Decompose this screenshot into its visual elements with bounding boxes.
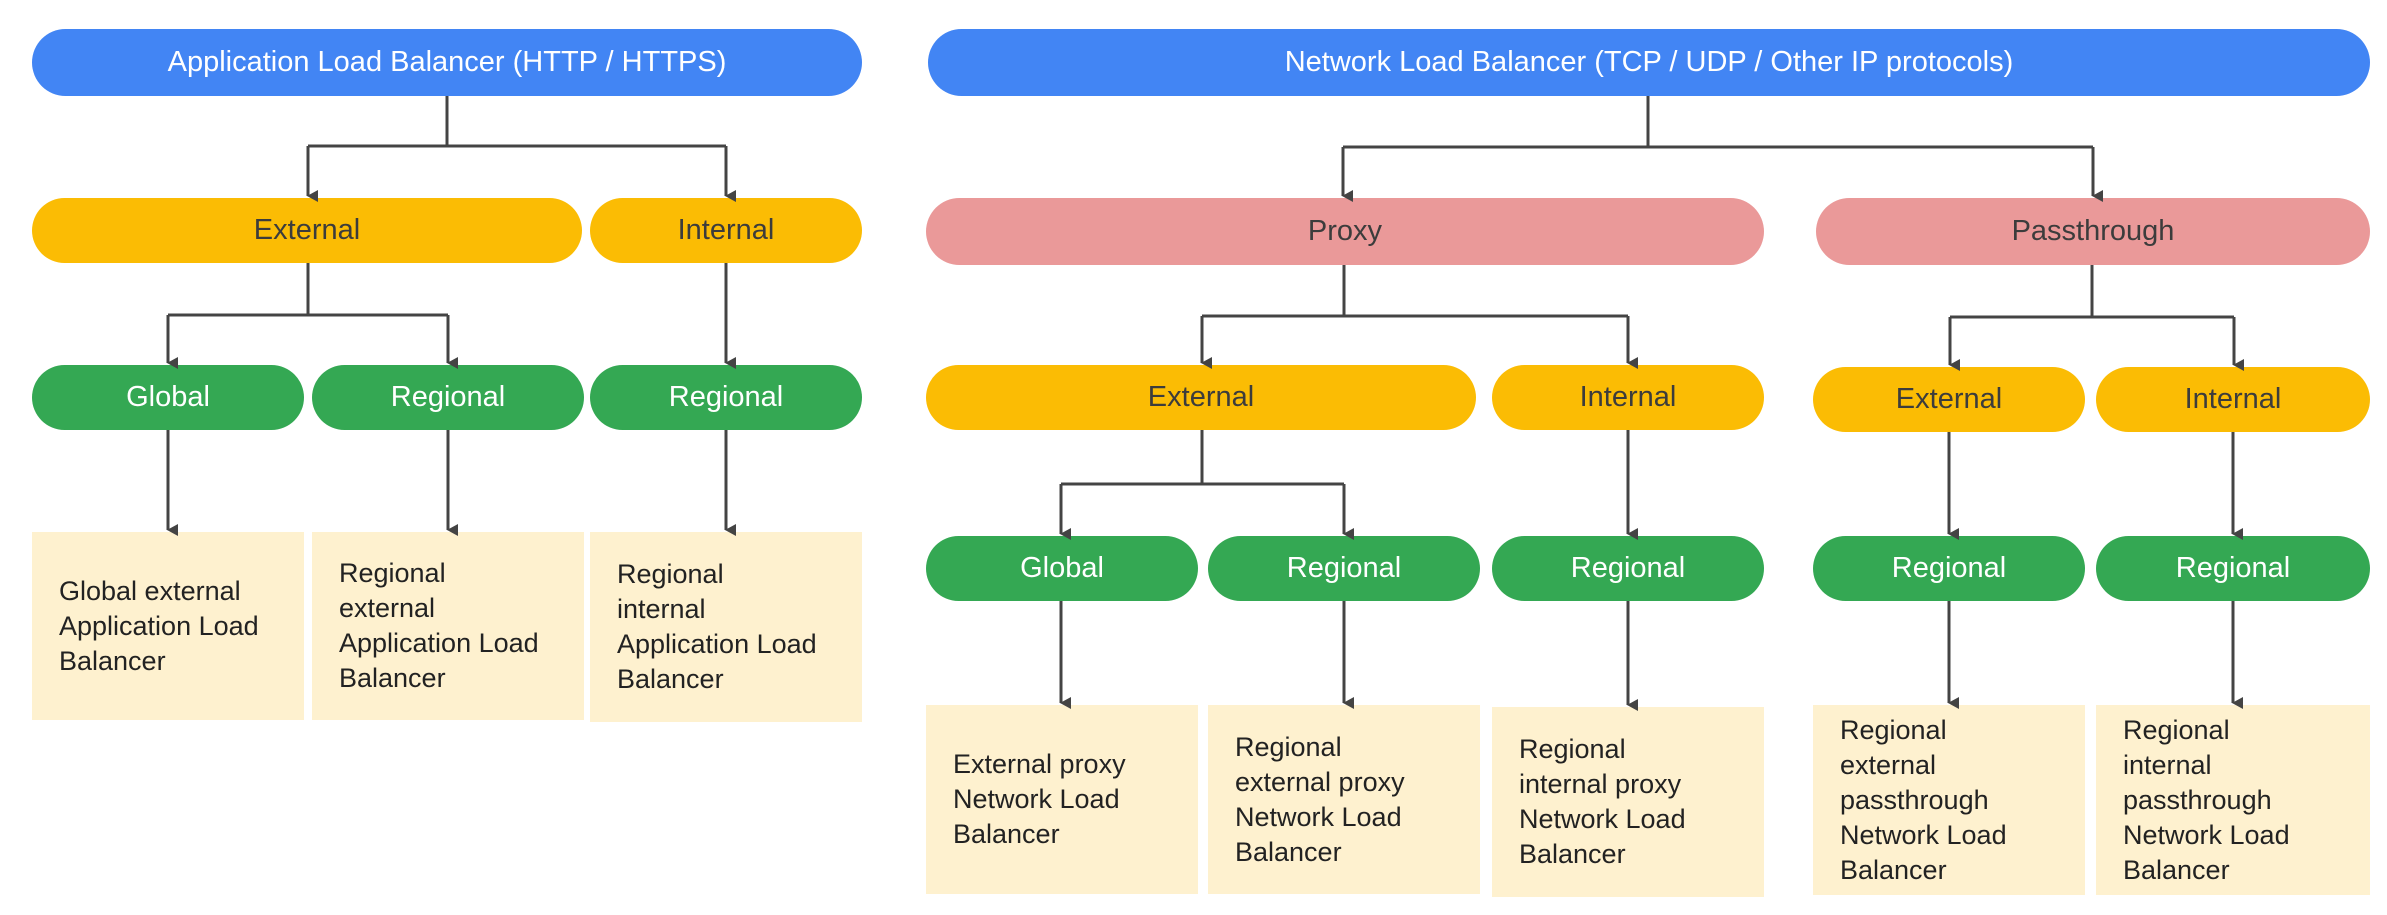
alb-root-node: Application Load Balancer (HTTP / HTTPS) (32, 29, 862, 96)
nlb-proxy-ext-regional-label: Regional (1286, 552, 1402, 584)
alb-root-label: Application Load Balancer (HTTP / HTTPS) (167, 46, 727, 78)
nlb-leaf-external-proxy: External proxy Network Load Balancer (926, 705, 1198, 894)
nlb-proxy-ext-global-node: Global (926, 536, 1198, 601)
alb-leaf-regional-internal-text: Regional internal Application Load Balan… (617, 559, 817, 694)
alb-ext-regional-node: Regional (312, 365, 584, 430)
alb-ext-global-node: Global (32, 365, 304, 430)
nlb-pass-internal-label: Internal (2184, 383, 2282, 415)
nlb-proxy-int-regional-node: Regional (1492, 536, 1764, 601)
nlb-proxy-ext-regional-node: Regional (1208, 536, 1480, 601)
alb-external-node: External (32, 198, 582, 263)
nlb-proxy-internal-node: Internal (1492, 365, 1764, 430)
nlb-leaf-regional-external-passthrough: Regional external passthrough Network Lo… (1813, 705, 2085, 895)
alb-ext-regional-label: Regional (390, 381, 506, 413)
nlb-proxy-node: Proxy (926, 198, 1764, 265)
alb-internal-label: Internal (677, 214, 775, 246)
nlb-pass-external-node: External (1813, 367, 2085, 432)
nlb-proxy-ext-global-label: Global (1020, 552, 1104, 584)
nlb-passthrough-label: Passthrough (2011, 215, 2175, 247)
nlb-pass-internal-node: Internal (2096, 367, 2370, 432)
alb-int-regional-node: Regional (590, 365, 862, 430)
alb-leaf-global-external-text: Global external Application Load Balance… (59, 575, 259, 676)
alb-internal-node: Internal (590, 198, 862, 263)
nlb-proxy-internal-label: Internal (1579, 381, 1677, 413)
nlb-passthrough-node: Passthrough (1816, 198, 2370, 265)
nlb-proxy-external-node: External (926, 365, 1476, 430)
nlb-leaf-regional-external-proxy: Regional external proxy Network Load Bal… (1208, 705, 1480, 894)
nlb-proxy-label: Proxy (1307, 215, 1383, 247)
alb-leaf-global-external: Global external Application Load Balance… (32, 532, 304, 720)
nlb-leaf-regional-internal-passthrough: Regional internal passthrough Network Lo… (2096, 705, 2370, 895)
nlb-leaf-regional-external-passthrough-text: Regional external passthrough Network Lo… (1840, 714, 2007, 885)
nlb-pass-ext-regional-label: Regional (1891, 552, 2007, 584)
alb-external-label: External (253, 214, 361, 246)
alb-int-regional-label: Regional (668, 381, 784, 413)
nlb-root-label: Network Load Balancer (TCP / UDP / Other… (1284, 46, 2014, 78)
nlb-leaf-regional-internal-proxy-text: Regional internal proxy Network Load Bal… (1519, 734, 1686, 869)
nlb-proxy-external-label: External (1147, 381, 1255, 413)
nlb-leaf-regional-internal-proxy: Regional internal proxy Network Load Bal… (1492, 707, 1764, 897)
alb-ext-global-label: Global (126, 381, 210, 413)
nlb-root-node: Network Load Balancer (TCP / UDP / Other… (928, 29, 2370, 96)
nlb-pass-ext-regional-node: Regional (1813, 536, 2085, 601)
nlb-leaf-external-proxy-text: External proxy Network Load Balancer (953, 749, 1126, 849)
nlb-pass-int-regional-label: Regional (2175, 552, 2291, 584)
nlb-pass-external-label: External (1895, 383, 2003, 415)
alb-leaf-regional-internal: Regional internal Application Load Balan… (590, 532, 862, 722)
nlb-leaf-regional-internal-passthrough-text: Regional internal passthrough Network Lo… (2123, 714, 2290, 885)
nlb-pass-int-regional-node: Regional (2096, 536, 2370, 601)
alb-leaf-regional-external-text: Regional external Application Load Balan… (339, 558, 539, 693)
alb-leaf-regional-external: Regional external Application Load Balan… (312, 532, 584, 720)
nlb-proxy-int-regional-label: Regional (1570, 552, 1686, 584)
nlb-leaf-regional-external-proxy-text: Regional external proxy Network Load Bal… (1235, 731, 1405, 867)
